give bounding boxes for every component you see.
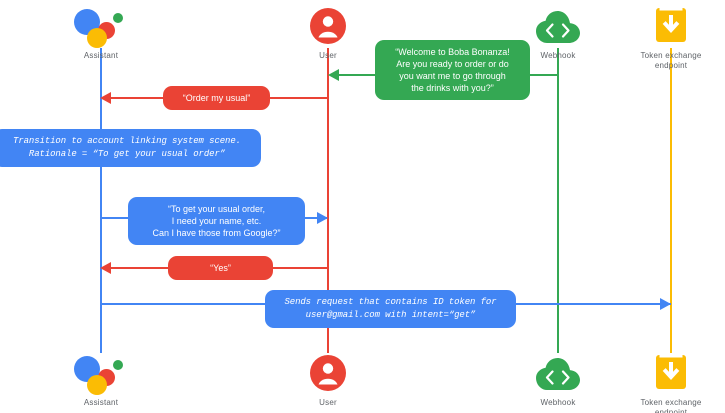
note-transition-to-account-linking: Transition to account linking system sce…: [0, 129, 261, 167]
message-bubble-welcome: “Welcome to Boba Bonanza! Are you ready …: [375, 40, 530, 100]
google-assistant-logo-icon: [41, 4, 161, 48]
download-box-icon: [611, 351, 725, 395]
google-assistant-logo-icon: [41, 351, 161, 395]
actor-label-webhook-bottom: Webhook: [540, 398, 576, 407]
message-bubble-yes: “Yes”: [168, 256, 273, 280]
actor-label-user-top: User: [319, 51, 337, 60]
download-box-icon: [611, 4, 725, 48]
actor-label-endpoint-top: Token exchange endpoint: [640, 51, 702, 70]
actor-endpoint-bottom: Token exchange endpoint: [611, 351, 725, 413]
message-bubble-request-name: “To get your usual order, I need your na…: [128, 197, 305, 245]
arrow-head-sends-request: [660, 298, 671, 310]
actor-label-assistant-bottom: Assistant: [83, 398, 119, 407]
actor-user-bottom: User: [268, 351, 388, 408]
message-bubble-order-my-usual: “Order my usual”: [163, 86, 270, 110]
user-avatar-icon: [268, 351, 388, 395]
actor-label-webhook-top: Webhook: [540, 51, 576, 60]
arrow-head-order-my-usual: [100, 92, 111, 104]
lifeline-webhook: [557, 48, 559, 353]
actor-endpoint-top: Token exchange endpoint: [611, 4, 725, 71]
actor-user-top: User: [268, 4, 388, 61]
arrow-head-welcome: [328, 69, 339, 81]
arrow-head-yes: [100, 262, 111, 274]
lifeline-user: [327, 48, 329, 353]
actor-assistant-top: Assistant: [41, 4, 161, 61]
actor-label-assistant-top: Assistant: [83, 51, 119, 60]
lifeline-assistant: [100, 48, 102, 353]
note-sends-request: Sends request that contains ID token for…: [265, 290, 516, 328]
arrow-head-request-name: [317, 212, 328, 224]
actor-webhook-top: Webhook: [498, 4, 618, 61]
actor-label-endpoint-bottom: Token exchange endpoint: [640, 398, 702, 413]
user-avatar-icon: [268, 4, 388, 48]
cloud-code-icon: [498, 4, 618, 48]
actor-assistant-bottom: Assistant: [41, 351, 161, 408]
actor-webhook-bottom: Webhook: [498, 351, 618, 408]
lifeline-endpoint: [670, 48, 672, 353]
actor-label-user-bottom: User: [319, 398, 337, 407]
cloud-code-icon: [498, 351, 618, 395]
